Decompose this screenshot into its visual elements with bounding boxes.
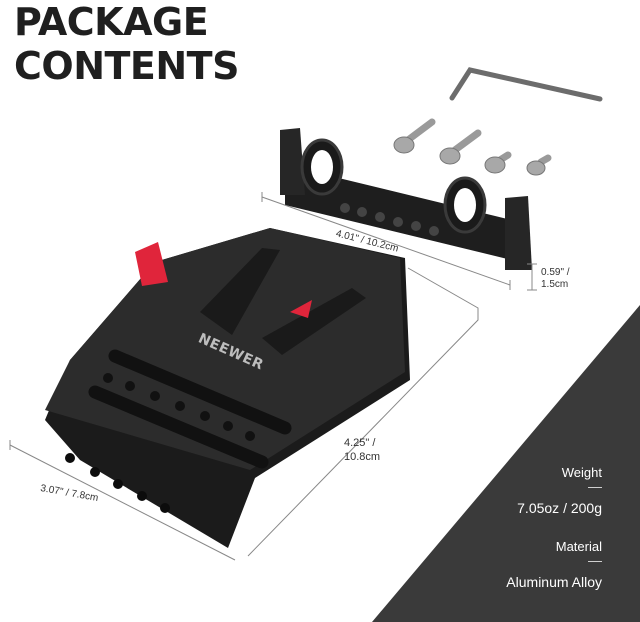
spec-weight-divider xyxy=(588,487,602,488)
hex-key xyxy=(449,67,603,102)
screw-short-1 xyxy=(484,151,512,174)
v-mount-plate xyxy=(45,228,410,548)
dark-background-panel xyxy=(372,305,640,622)
spec-material-value: Aluminum Alloy xyxy=(506,574,602,590)
spec-material-label: Material xyxy=(555,539,602,554)
red-latch xyxy=(135,242,168,286)
page-title: PACKAGE CONTENTS xyxy=(14,0,239,88)
screw-short-2 xyxy=(526,154,552,176)
screw-long-2 xyxy=(439,129,482,165)
screw-long-1 xyxy=(393,118,436,154)
spec-material: Material Aluminum Alloy xyxy=(506,538,602,591)
clamp-dimension-lines xyxy=(261,192,537,291)
clamp-height-label: 0.59" / 1.5cm xyxy=(541,267,570,290)
spec-weight: Weight 7.05oz / 200g xyxy=(517,464,602,517)
spec-weight-value: 7.05oz / 200g xyxy=(517,500,602,516)
title-line-2: CONTENTS xyxy=(14,44,239,88)
plate-length-label: 4.25" / 10.8cm xyxy=(344,437,381,463)
rod-clamp xyxy=(280,128,532,270)
title-line-1: PACKAGE xyxy=(14,0,209,44)
spec-weight-label: Weight xyxy=(561,465,602,480)
spec-material-divider xyxy=(588,561,602,562)
plate-dimension-lines xyxy=(9,267,479,561)
